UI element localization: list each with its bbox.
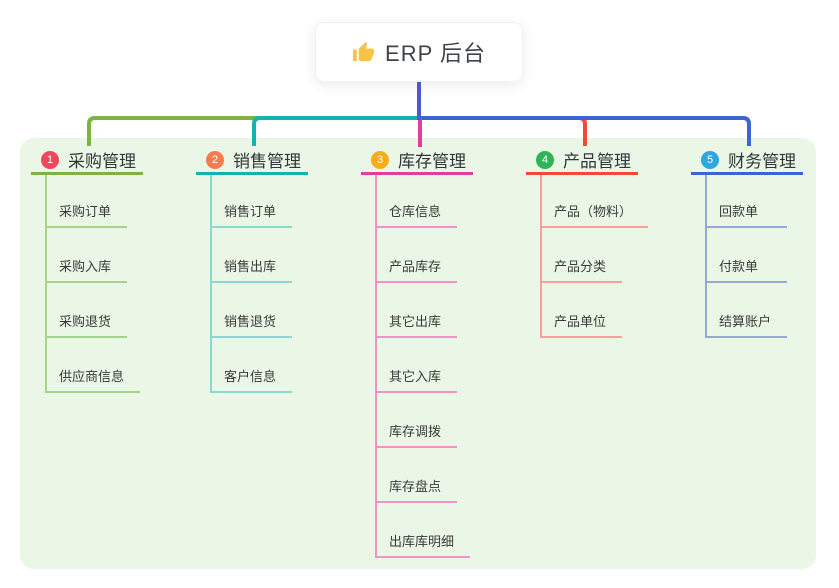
branch-children: 销售订单销售出库销售退货客户信息	[210, 175, 293, 393]
canvas-panel	[20, 138, 816, 569]
child-label: 结算账户	[719, 314, 772, 329]
branch-number-badge: 3	[371, 150, 389, 169]
branch-label: 采购管理	[68, 152, 136, 171]
child-node[interactable]: 库存调拨	[377, 393, 458, 448]
branch-node-4[interactable]: 4 产品管理	[526, 150, 638, 175]
branch-label: 财务管理	[728, 152, 796, 171]
branch-column-4: 4 产品管理产品（物料） 产品分类产品单位	[526, 150, 666, 338]
child-label: 回款单	[719, 204, 759, 219]
branch-column-2: 2 销售管理销售订单销售出库销售退货客户信息	[196, 150, 336, 393]
child-label: 出库库明细	[389, 534, 455, 549]
branch-children: 采购订单采购入库采购退货供应商信息	[45, 175, 141, 393]
child-label: 销售出库	[224, 259, 277, 274]
child-node[interactable]: 结算账户	[707, 283, 788, 338]
branch-node-5[interactable]: 5 财务管理	[691, 150, 803, 175]
child-node[interactable]: 客户信息	[212, 338, 293, 393]
child-label: 库存调拨	[389, 424, 442, 439]
child-label: 仓库信息	[389, 204, 442, 219]
branch-column-3: 3 库存管理仓库信息产品库存其它出库其它入库库存调拨库存盘点出库库明细	[361, 150, 501, 558]
child-label: 采购订单	[59, 204, 112, 219]
child-node[interactable]: 销售出库	[212, 228, 293, 283]
branch-number-badge: 5	[701, 150, 719, 169]
child-node[interactable]: 销售订单	[212, 175, 293, 228]
branch-children: 仓库信息产品库存其它出库其它入库库存调拨库存盘点出库库明细	[375, 175, 471, 558]
branch-number-badge: 2	[206, 150, 224, 169]
child-label: 产品（物料）	[554, 204, 633, 219]
child-label: 其它出库	[389, 314, 442, 329]
child-label: 采购退货	[59, 314, 112, 329]
child-label: 产品分类	[554, 259, 607, 274]
child-label: 客户信息	[224, 369, 277, 384]
child-label: 产品单位	[554, 314, 607, 329]
child-label: 采购入库	[59, 259, 112, 274]
branch-label: 产品管理	[563, 152, 631, 171]
child-label: 销售订单	[224, 204, 277, 219]
branch-number-badge: 1	[41, 150, 59, 169]
branch-children: 产品（物料） 产品分类产品单位	[540, 175, 649, 338]
child-label: 供应商信息	[59, 369, 125, 384]
child-node[interactable]: 产品单位	[542, 283, 623, 338]
child-label: 其它入库	[389, 369, 442, 384]
branch-children: 回款单付款单结算账户	[705, 175, 788, 338]
branch-number-badge: 4	[536, 150, 554, 169]
child-label: 销售退货	[224, 314, 277, 329]
child-node[interactable]: 出库库明细	[377, 503, 471, 558]
child-label: 付款单	[719, 259, 759, 274]
root-node[interactable]: ERP 后台	[315, 22, 523, 82]
child-node[interactable]: 供应商信息	[47, 338, 141, 393]
branch-node-1[interactable]: 1 采购管理	[31, 150, 143, 175]
child-label: 库存盘点	[389, 479, 442, 494]
branch-column-1: 1 采购管理采购订单采购入库采购退货供应商信息	[31, 150, 171, 393]
branch-node-2[interactable]: 2 销售管理	[196, 150, 308, 175]
child-node[interactable]: 产品分类	[542, 228, 623, 283]
child-node[interactable]: 销售退货	[212, 283, 293, 338]
child-node[interactable]: 采购订单	[47, 175, 128, 228]
child-node[interactable]: 仓库信息	[377, 175, 458, 228]
branch-label: 库存管理	[398, 152, 466, 171]
child-node[interactable]: 其它出库	[377, 283, 458, 338]
child-node[interactable]: 产品库存	[377, 228, 458, 283]
branch-column-5: 5 财务管理回款单付款单结算账户	[691, 150, 831, 338]
child-node[interactable]: 采购入库	[47, 228, 128, 283]
child-node[interactable]: 产品（物料）	[542, 175, 649, 228]
branch-node-3[interactable]: 3 库存管理	[361, 150, 473, 175]
thumbs-up-icon	[352, 41, 375, 61]
child-node[interactable]: 付款单	[707, 228, 787, 283]
child-node[interactable]: 库存盘点	[377, 448, 458, 503]
child-node[interactable]: 采购退货	[47, 283, 128, 338]
root-title: ERP 后台	[385, 41, 486, 66]
branch-label: 销售管理	[233, 152, 301, 171]
child-label: 产品库存	[389, 259, 442, 274]
child-node[interactable]: 其它入库	[377, 338, 458, 393]
child-node[interactable]: 回款单	[707, 175, 787, 228]
